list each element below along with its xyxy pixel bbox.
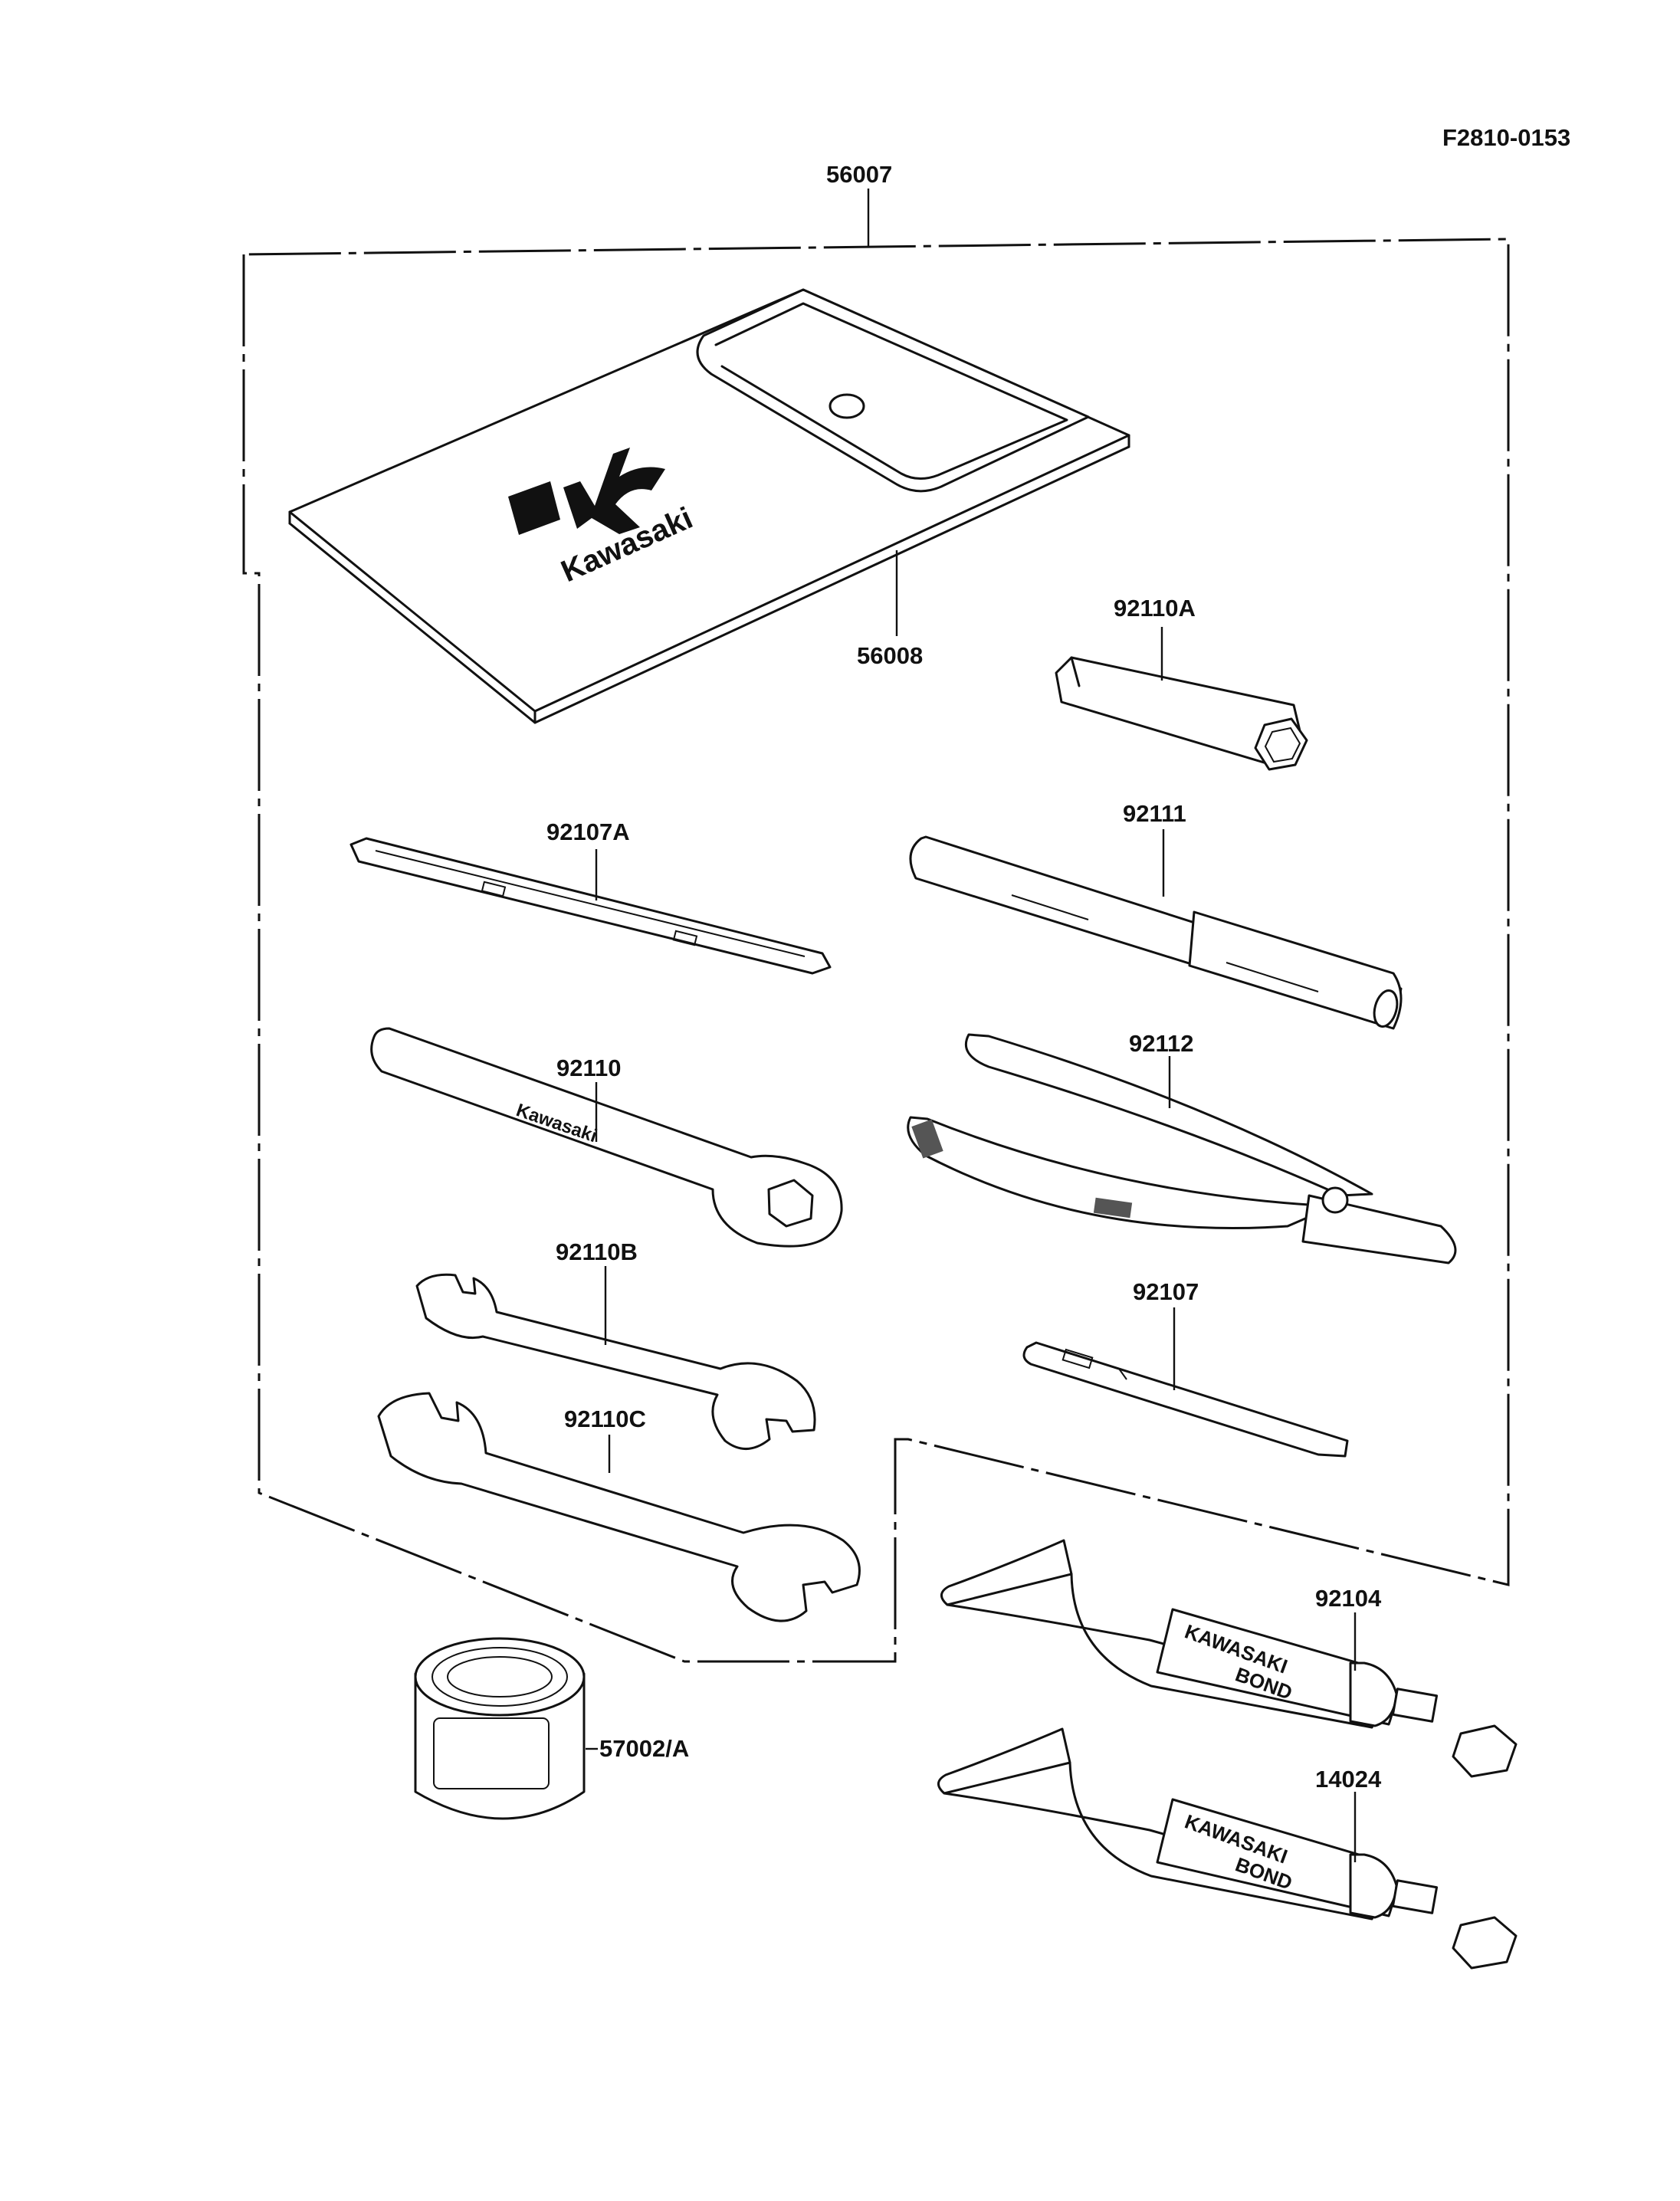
open-wrench-c [377,1392,861,1622]
label-bond-tube-2: 14024 [1315,1766,1382,1793]
handle-92111 [909,829,1403,1030]
label-grease-can: 57002/A [599,1735,689,1762]
screwdriver-a [349,837,832,975]
plug-wrench-a [1055,627,1308,771]
figure-code: F2810-0153 [1442,124,1570,151]
screwdriver [1022,1307,1349,1458]
open-wrench-b [415,1266,816,1450]
label-tool-case: 56008 [857,642,923,669]
label-screwdriver-a: 92107A [546,818,630,845]
label-bond-tube-1: 92104 [1315,1585,1382,1612]
label-open-wrench-b: 92110B [556,1238,638,1265]
tool-case: Kawasaki [288,288,1130,724]
tool-kit-frame [242,189,1510,1663]
label-pliers: 92112 [1129,1030,1194,1057]
label-tool-kit: 56007 [826,161,892,188]
grease-can [414,1637,598,1820]
ring-wrench: Kawasaki [370,1027,843,1248]
label-open-wrench-c: 92110C [564,1406,646,1432]
label-screwdriver: 92107 [1133,1278,1199,1305]
bond-tube-2: KAWASAKI BOND [937,1727,1518,1970]
label-ring-wrench: 92110 [556,1055,622,1081]
label-handle: 92111 [1123,800,1186,827]
label-plug-wrench-a: 92110A [1114,595,1196,622]
bond-tube-1: KAWASAKI BOND [940,1539,1518,1778]
pliers [907,1033,1457,1265]
